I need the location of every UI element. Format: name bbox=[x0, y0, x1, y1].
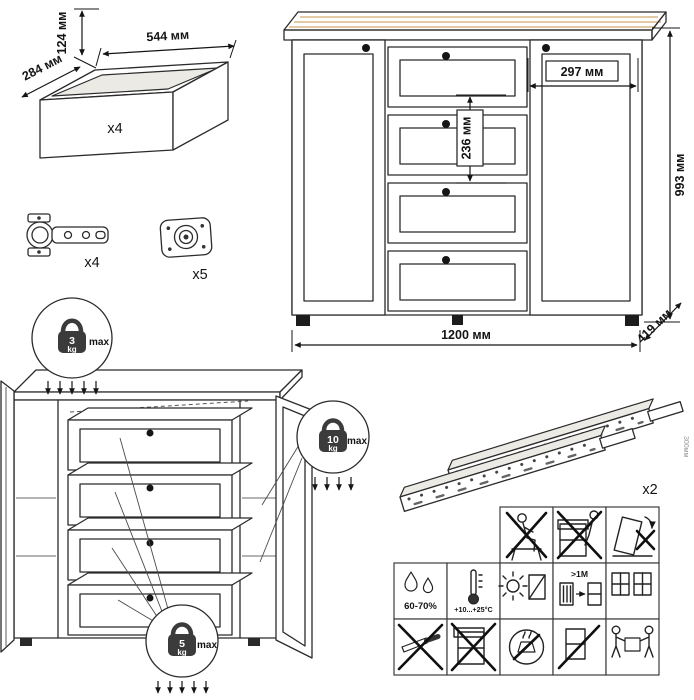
svg-text:124 мм: 124 мм bbox=[55, 12, 69, 55]
heat-distance-icon: >1M bbox=[559, 569, 602, 606]
svg-text:993 мм: 993 мм bbox=[673, 154, 687, 197]
drawer-front-4 bbox=[387, 250, 528, 312]
open-drawer-3 bbox=[67, 517, 253, 581]
svg-text:max: max bbox=[89, 337, 109, 348]
load-arrows bbox=[45, 381, 99, 395]
open-drawer-1 bbox=[67, 407, 253, 471]
hinge-diagram bbox=[26, 213, 109, 257]
drawer-knob bbox=[442, 256, 450, 264]
svg-text:+10...+25°С: +10...+25°С bbox=[454, 605, 492, 614]
svg-text:1200 мм: 1200 мм bbox=[441, 328, 491, 342]
humidity-icon: 60-70% bbox=[404, 571, 437, 612]
svg-text:>1M: >1M bbox=[571, 569, 588, 579]
carry-two-people-icon bbox=[611, 625, 654, 658]
svg-text:5: 5 bbox=[179, 638, 185, 650]
mounting-plate-diagram bbox=[159, 217, 213, 258]
dimension-drawer-box-width: 544 мм bbox=[95, 28, 237, 67]
drawer-knob bbox=[442, 188, 450, 196]
drawer-slides-diagram: x2 300мм bbox=[399, 398, 689, 512]
no-hot-objects-icon bbox=[508, 629, 545, 665]
load-arrows bbox=[312, 477, 354, 491]
dimension-cabinet-width: 1200 мм bbox=[291, 328, 641, 352]
drawer-knob bbox=[442, 120, 450, 128]
care-icons-grid: 60-70% +10...+25°С >1M bbox=[393, 506, 660, 676]
load-limit-door-shelf: 10 kg max bbox=[296, 400, 370, 491]
no-sharp-tools-icon bbox=[397, 623, 444, 671]
no-climbing-icon bbox=[556, 510, 603, 560]
drawer-front-1 bbox=[387, 46, 528, 108]
load-limit-drawer: 5 kg max bbox=[145, 604, 219, 694]
open-drawer-2 bbox=[67, 462, 253, 526]
svg-text:kg: kg bbox=[328, 444, 337, 453]
svg-text:max: max bbox=[347, 436, 367, 447]
svg-text:297 мм: 297 мм bbox=[561, 65, 604, 79]
svg-text:10: 10 bbox=[327, 434, 339, 446]
temperature-icon: +10...+25°С bbox=[454, 569, 493, 614]
foot bbox=[296, 315, 310, 326]
avoid-sunlight-icon bbox=[498, 571, 546, 601]
no-leaning-open-drawers-icon bbox=[450, 622, 497, 672]
mounting-plate-count: x5 bbox=[192, 267, 207, 283]
svg-text:60-70%: 60-70% bbox=[404, 601, 437, 612]
svg-text:236 мм: 236 мм bbox=[460, 117, 474, 160]
right-door-knob bbox=[542, 44, 550, 52]
kettlebell-icon bbox=[170, 622, 194, 636]
svg-text:544 мм: 544 мм bbox=[146, 28, 190, 45]
svg-text:max: max bbox=[197, 640, 217, 651]
dimension-cabinet-height: 993 мм bbox=[644, 27, 687, 323]
anti-tip-icon bbox=[612, 516, 656, 557]
load-arrows bbox=[155, 681, 209, 694]
slide-length-label: 300мм bbox=[682, 436, 689, 457]
foot bbox=[452, 315, 463, 325]
drawer-box-diagram: x4 124 мм 544 мм 284 мм bbox=[20, 8, 237, 159]
drawer-box-count: x4 bbox=[107, 121, 122, 137]
hinge-count: x4 bbox=[84, 255, 99, 271]
load-limit-top-surface: 3 kg max bbox=[31, 297, 113, 395]
open-right-door bbox=[275, 395, 313, 659]
left-door-knob bbox=[362, 44, 370, 52]
ventilation-windows-icon bbox=[611, 572, 652, 596]
drawer-knob bbox=[442, 52, 450, 60]
svg-text:kg: kg bbox=[67, 345, 76, 354]
open-left-door bbox=[0, 380, 15, 653]
no-sitting-icon bbox=[505, 511, 548, 561]
slide-rail bbox=[399, 425, 636, 512]
cabinet-front-diagram bbox=[283, 11, 667, 326]
dimension-drawer-box-height: 124 мм bbox=[55, 8, 99, 69]
svg-text:3: 3 bbox=[69, 335, 75, 347]
svg-text:kg: kg bbox=[177, 648, 186, 657]
dimension-drawer-front-height: 236 мм bbox=[456, 94, 506, 184]
drawer-front-3 bbox=[387, 182, 528, 244]
dimension-right-door-width: 297 мм bbox=[527, 58, 639, 92]
kettlebell-icon bbox=[321, 418, 345, 432]
kettlebell-icon bbox=[60, 318, 84, 333]
foot bbox=[625, 315, 639, 326]
no-tilting-icon bbox=[557, 624, 601, 670]
slide-count: x2 bbox=[642, 482, 657, 498]
